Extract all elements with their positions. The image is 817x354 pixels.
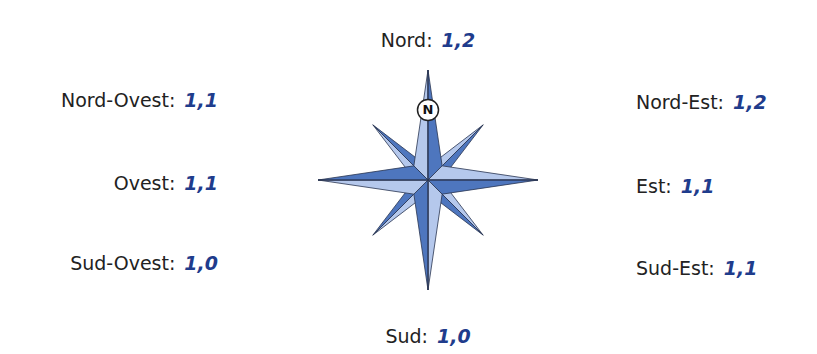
rose-point	[318, 180, 428, 194]
direction-value: 1,1	[184, 87, 218, 113]
direction-name: Nord:	[381, 27, 433, 53]
direction-name: Est:	[636, 173, 672, 199]
direction-name: Sud-Ovest:	[70, 250, 175, 276]
direction-name: Ovest:	[114, 170, 176, 196]
direction-value: 1,2	[442, 27, 476, 53]
direction-name: Sud-Est:	[636, 255, 715, 281]
direction-name: Sud:	[385, 323, 428, 349]
rose-point	[428, 70, 442, 180]
direction-entry: Sud-Est: 1,1	[636, 255, 757, 281]
direction-name: Nord-Ovest:	[61, 87, 175, 113]
rose-point	[428, 180, 442, 290]
direction-value: 1,1	[184, 170, 218, 196]
direction-value: 1,1	[681, 173, 715, 199]
rose-point	[428, 166, 538, 180]
rose-point	[428, 180, 538, 194]
direction-value: 1,1	[724, 255, 758, 281]
direction-name: Nord-Est:	[636, 89, 724, 115]
direction-entry: Sud-Ovest: 1,0	[70, 250, 218, 276]
rose-point	[414, 180, 428, 290]
direction-entry: Sud: 1,0	[385, 323, 470, 349]
direction-value: 1,0	[184, 250, 218, 276]
direction-entry: Ovest: 1,1	[114, 170, 218, 196]
direction-entry: Nord-Ovest: 1,1	[61, 87, 218, 113]
rose-axis	[318, 180, 538, 181]
north-letter: N	[416, 98, 440, 122]
north-circle: N	[416, 98, 440, 122]
direction-value: 1,0	[437, 323, 471, 349]
rose-point	[318, 166, 428, 180]
direction-entry: Nord: 1,2	[381, 27, 475, 53]
rose-point	[414, 70, 428, 180]
direction-entry: Est: 1,1	[636, 173, 714, 199]
direction-value: 1,2	[733, 89, 767, 115]
direction-entry: Nord-Est: 1,2	[636, 89, 767, 115]
